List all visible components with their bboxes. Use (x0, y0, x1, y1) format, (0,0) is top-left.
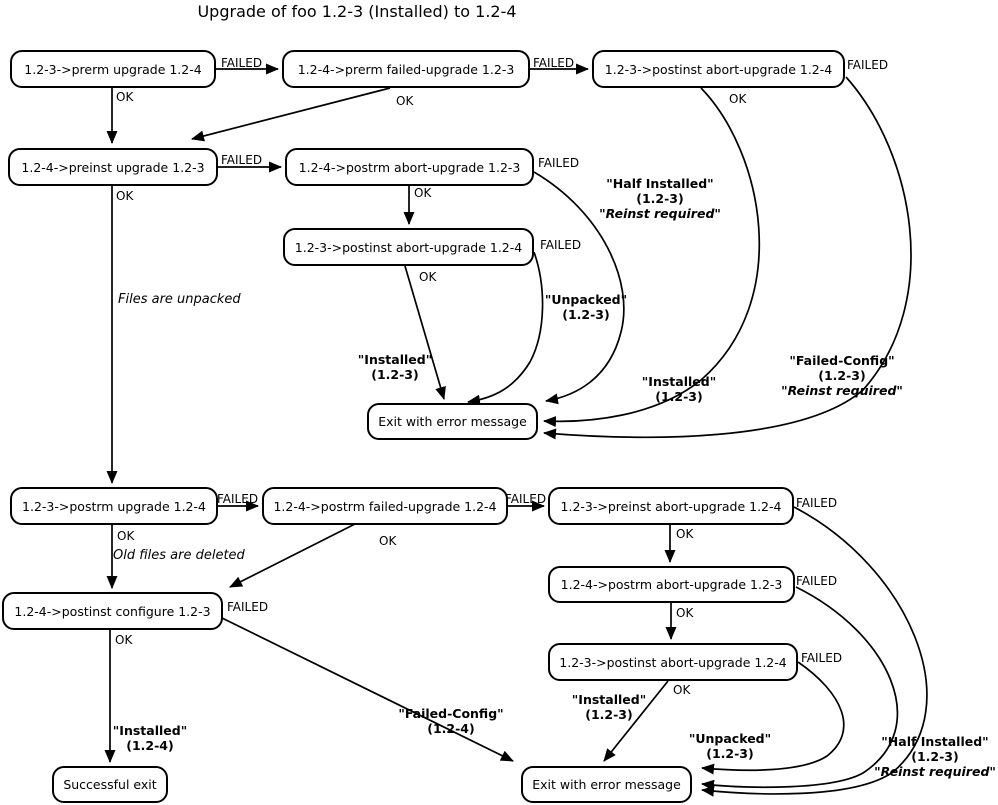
edge-label-failed: FAILED (796, 574, 838, 588)
edge-postinstabortbot-ok (603, 680, 669, 762)
edge-label-ok: OK (115, 633, 133, 647)
node-postrm-failed-upgrade: 1.2-4->postrm failed-upgrade 1.2-4 (262, 487, 508, 525)
state-label-failed-config-mid: "Failed-Config" (1.2-3) "Reinst required… (781, 353, 903, 398)
edge-postinstabortbot-failed (701, 661, 845, 775)
edge-label-ok: OK (116, 189, 134, 203)
edge-postinstabortmid-ok (404, 265, 446, 400)
node-postinst-configure: 1.2-4->postinst configure 1.2-3 (2, 592, 223, 630)
node-postinst-abort-bot: 1.2-3->postinst abort-upgrade 1.2-4 (548, 643, 798, 681)
node-postrm-abort-bot: 1.2-4->postrm abort-upgrade 1.2-3 (548, 566, 795, 603)
edge-label-ok: OK (729, 92, 747, 106)
state-label-installed-bottom-left: "Installed" (1.2-4) (112, 723, 188, 753)
edge-label-ok: OK (117, 529, 135, 543)
state-label-unpacked-mid: "Unpacked" (1.2-3) (544, 292, 628, 322)
node-postrm-abort-mid: 1.2-4->postrm abort-upgrade 1.2-3 (285, 148, 534, 186)
state-label-installed-bottom-mid: "Installed" (1.2-3) (571, 692, 647, 722)
edge-label-failed: FAILED (217, 492, 259, 506)
node-exit-error-mid: Exit with error message (367, 403, 538, 440)
edge-label-ok: OK (676, 606, 694, 620)
state-label-installed-mid-left: "Installed" (1.2-3) (357, 352, 433, 382)
edge-label-failed: FAILED (533, 56, 575, 70)
state-label-unpacked-bottom: "Unpacked" (1.2-3) (688, 731, 772, 761)
edge-label-ok: OK (396, 94, 414, 108)
edge-postinstconfigure-failed (221, 617, 514, 762)
state-label-half-installed-mid: "Half Installed" (1.2-3) "Reinst require… (599, 176, 721, 221)
state-label-failed-config-bottom: "Failed-Config" (1.2-4) (398, 706, 504, 736)
diagram-title: Upgrade of foo 1.2-3 (Installed) to 1.2-… (197, 2, 517, 21)
edge-postinstabortmid-failed (467, 251, 544, 406)
edge-label-failed: FAILED (221, 56, 263, 70)
node-prerm-upgrade: 1.2-3->prerm upgrade 1.2-4 (10, 50, 216, 88)
node-successful-exit: Successful exit (52, 766, 168, 803)
edge-postinstaborttop-failed (543, 76, 912, 440)
edge-label-ok: OK (379, 534, 397, 548)
annotation-old-files-deleted: Old files are deleted (113, 548, 245, 563)
edge-label-failed: FAILED (801, 651, 843, 665)
node-prerm-failed-upgrade: 1.2-4->prerm failed-upgrade 1.2-3 (282, 50, 530, 88)
node-exit-error-bot: Exit with error message (521, 766, 692, 803)
edge-preinstabort-failed (701, 506, 928, 797)
node-postinst-abort-top: 1.2-3->postinst abort-upgrade 1.2-4 (592, 50, 845, 88)
node-postrm-upgrade: 1.2-3->postrm upgrade 1.2-4 (10, 487, 218, 525)
node-preinst-upgrade: 1.2-4->preinst upgrade 1.2-3 (8, 148, 218, 186)
edge-postrmabortbot-failed (701, 586, 899, 791)
edge-label-failed: FAILED (847, 58, 889, 72)
state-label-half-installed-bottom: "Half Installed" (1.2-3) "Reinst require… (874, 734, 996, 779)
edge-postrmfailed-ok (229, 523, 356, 588)
edge-postrmabortmid-failed (533, 171, 625, 405)
annotation-files-unpacked: Files are unpacked (118, 292, 241, 307)
edge-label-failed: FAILED (505, 492, 547, 506)
edge-label-ok: OK (676, 527, 694, 541)
edge-label-failed: FAILED (538, 156, 580, 170)
edge-label-failed: FAILED (540, 238, 582, 252)
edge-label-failed: FAILED (227, 600, 269, 614)
edge-prermfailed-ok (191, 87, 391, 142)
edge-label-ok: OK (419, 270, 437, 284)
edge-label-failed: FAILED (796, 496, 838, 510)
edge-label-ok: OK (673, 683, 691, 697)
edge-postinstaborttop-ok (543, 87, 761, 428)
edge-label-failed: FAILED (221, 153, 263, 167)
edge-label-ok: OK (414, 186, 432, 200)
node-preinst-abort: 1.2-3->preinst abort-upgrade 1.2-4 (548, 487, 794, 525)
edge-label-ok: OK (116, 90, 134, 104)
state-label-installed-mid-right: "Installed" (1.2-3) (641, 374, 717, 404)
node-postinst-abort-mid: 1.2-3->postinst abort-upgrade 1.2-4 (283, 228, 534, 266)
